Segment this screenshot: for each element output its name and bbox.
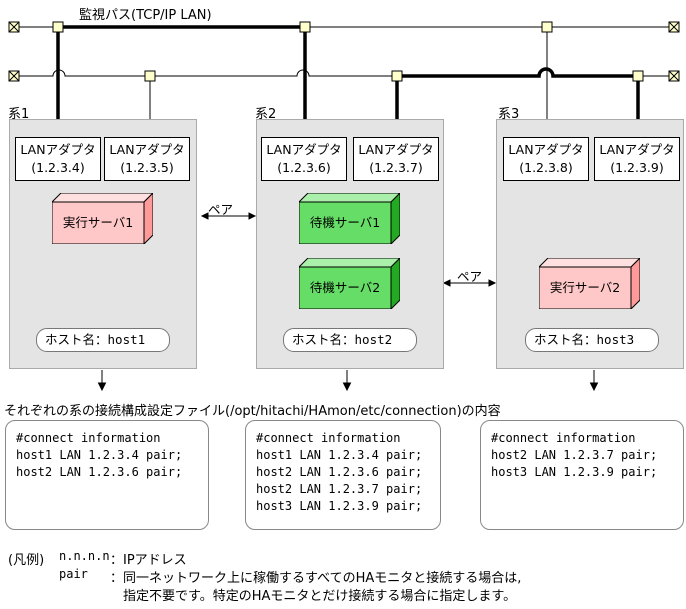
host-label: ホスト名： [534,332,597,347]
active-server-2: 実行サーバ2 [539,258,640,309]
legend-title: (凡例) [8,553,45,568]
system-label: 系1 [8,107,30,122]
config-line: host2 LAN 1.2.3.7 pair; [256,482,423,496]
config-line: host3 LAN 1.2.3.9 pair; [491,465,658,479]
connection-node-icon [391,70,403,82]
config-line: #connect information [256,431,401,445]
system-label: 系3 [498,107,520,122]
system-label: 系2 [255,107,277,122]
config-line: host2 LAN 1.2.3.7 pair; [491,448,658,462]
lan-adapter: LANアダプタ (1.2.3.8) [503,137,589,181]
config-line: host2 LAN 1.2.3.6 pair; [256,465,423,479]
adapter-title: LANアダプタ [20,142,96,157]
config-file-box: #connect information host2 LAN 1.2.3.7 p… [480,420,684,530]
connection-node-icon [632,70,644,82]
config-caption: それぞれの系の接続構成設定ファイル(/opt/hitachi/HAmon/etc… [4,404,501,419]
config-line: host1 LAN 1.2.3.4 pair; [256,448,423,462]
host-name-badge: ホスト名：host2 [283,328,417,352]
active-server-1: 実行サーバ1 [52,193,153,244]
connection-node-icon [541,21,553,33]
lan-adapter: LANアダプタ (1.2.3.4) [15,137,101,181]
secondary-bus-line [18,69,397,77]
adapter-title: LANアダプタ [599,142,675,157]
legend-desc: 同一ネットワーク上に稼働するすべてのHAモニタと接続する場合は, [123,571,522,586]
adapter-ip: (1.2.3.9) [610,160,664,175]
host-name-badge: ホスト名：host1 [36,328,170,352]
legend-term: pair [59,567,88,581]
host-name-badge: ホスト名：host3 [525,328,659,352]
host-label: ホスト名： [45,332,108,347]
adapter-title: LANアダプタ [109,142,185,157]
config-file-box: #connect information host1 LAN 1.2.3.4 p… [245,420,441,530]
config-line: #connect information [491,431,636,445]
lan-adapter: LANアダプタ (1.2.3.9) [594,137,680,181]
lan-adapter: LANアダプタ (1.2.3.6) [261,137,347,181]
server-label: 実行サーバ1 [62,215,134,230]
config-file-box: #connect information host1 LAN 1.2.3.4 p… [5,420,209,530]
adapter-ip: (1.2.3.5) [120,160,174,175]
adapter-title: LANアダプタ [508,142,584,157]
server-label: 待機サーバ2 [309,280,381,295]
connection-node-icon [52,21,64,33]
host-name: host3 [596,332,635,347]
adapter-ip: (1.2.3.6) [277,160,331,175]
server-label: 待機サーバ1 [309,215,381,230]
host-name: host1 [107,332,146,347]
legend-desc: 指定不要です。特定のHAモニタとだけ接続する場合に指定します。 [123,589,517,604]
adapter-ip: (1.2.3.4) [31,160,85,175]
adapter-title: LANアダプタ [266,142,342,157]
connection-node-icon [299,21,311,33]
legend-desc: IPアドレス [123,553,187,568]
pair-label: ペア [208,202,234,217]
host-name: host2 [354,332,393,347]
adapter-ip: (1.2.3.8) [519,160,573,175]
server-label: 実行サーバ2 [549,280,621,295]
secondary-bus-line [397,67,638,78]
config-line: #connect information [16,431,161,445]
legend-sep: ： [110,571,124,586]
pair-label: ペア [457,269,483,284]
config-line: host2 LAN 1.2.3.6 pair; [16,465,183,479]
legend-sep: ： [110,553,124,568]
connection-node-icon [144,70,156,82]
monitor-bus-label: 監視パス(TCP/IP LAN) [79,8,212,23]
config-line: host1 LAN 1.2.3.4 pair; [16,448,183,462]
standby-server-1: 待機サーバ1 [299,193,400,244]
config-line: host3 LAN 1.2.3.9 pair; [256,499,423,513]
adapter-ip: (1.2.3.7) [369,160,423,175]
adapter-title: LANアダプタ [358,142,434,157]
host-label: ホスト名： [292,332,355,347]
legend-term: n.n.n.n [59,549,110,563]
lan-adapter: LANアダプタ (1.2.3.5) [104,137,190,181]
lan-adapter: LANアダプタ (1.2.3.7) [353,137,439,181]
standby-server-2: 待機サーバ2 [299,258,400,309]
